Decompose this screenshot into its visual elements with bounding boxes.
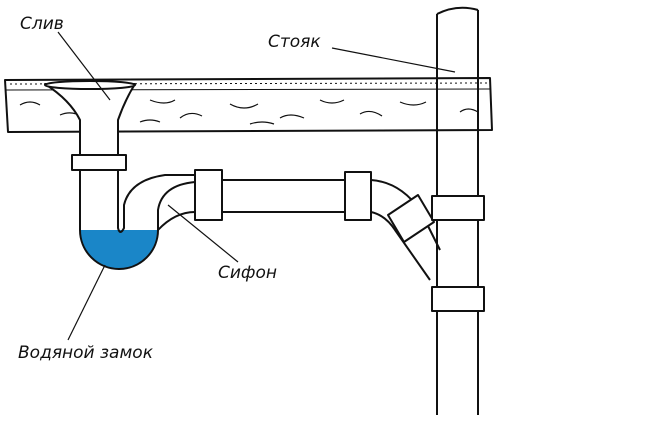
siphon-leader: [167, 204, 239, 263]
label-drain: Слив: [20, 14, 64, 34]
water-seal: [80, 230, 158, 269]
drain-coupling: [71, 154, 127, 171]
stack-coupling-lower: [431, 286, 485, 312]
water-seal-leader: [67, 264, 106, 341]
drain-leader: [57, 31, 111, 101]
horizontal-pipe: [222, 179, 345, 213]
label-water-seal: Водяной замок: [18, 343, 153, 363]
label-siphon: Сифон: [218, 263, 277, 283]
trap-inner: [117, 170, 195, 233]
drain-funnel: [44, 80, 136, 159]
stack-leader: [331, 47, 456, 73]
pipe-coupling: [344, 171, 372, 221]
trap-outer: [79, 170, 196, 270]
label-stack: Стояк: [268, 32, 321, 52]
siphon-coupling: [194, 169, 223, 221]
elbow-coupling: [387, 194, 435, 243]
stack-coupling-upper: [431, 195, 485, 221]
